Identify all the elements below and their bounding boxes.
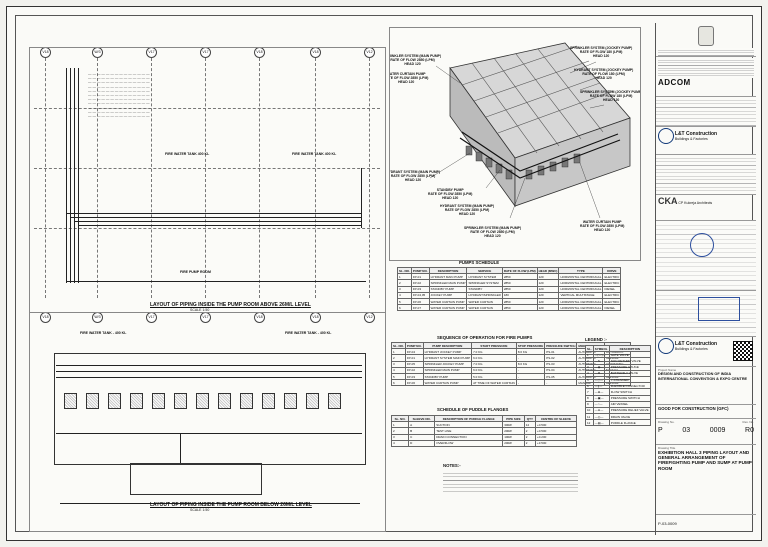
- revision: R0: [745, 427, 754, 434]
- pump-callout: HYDRANT SYSTEM (MAIN PUMP) RATE OF FLOW …: [440, 204, 495, 216]
- pumps-schedule-title: PUMPS SCHEDULE: [459, 260, 500, 265]
- grid-bubble: V17: [146, 313, 157, 323]
- qr-code-icon: [733, 341, 753, 361]
- sequence-title: SEQUENCE OF OPERATION FOR FIRE PUMPS: [437, 335, 533, 340]
- grid-bubble: V12: [364, 48, 375, 58]
- drawing-no-prefix: P: [658, 427, 663, 434]
- grid-bubble: V17: [146, 48, 157, 58]
- project-label: Project Name: [658, 368, 677, 372]
- company-logo-icon: [658, 338, 674, 354]
- drawing-no-label: Drawing No.: [658, 420, 675, 424]
- sheet-number: P-03-0009: [658, 521, 677, 526]
- pump-callout: HYDRANT SYSTEM (MAIN PUMP) RATE OF FLOW …: [390, 170, 441, 182]
- plan-caption: LAYOUT OF PIPING INSIDE THE PUMP ROOM BE…: [150, 502, 312, 508]
- client-logo-text: ADCOM: [658, 78, 691, 87]
- notes-title: NOTES:-: [443, 463, 461, 468]
- pump-callout: SPRINKLER SYSTEM (JOCKEY PUMP) RATE OF F…: [570, 46, 633, 58]
- company-sub: Buildings & Factories: [674, 347, 708, 351]
- pump-callout: HYDRANT SYSTEM (JOCKEY PUMP) RATE OF FLO…: [574, 68, 634, 80]
- drawing-status: GOOD FOR CONSTRUCTION (GFC): [658, 406, 729, 411]
- tank-label: FIRE WATER TANK - 400 KL: [80, 331, 127, 335]
- pump-callout: WATER CURTAIN PUMP RATE OF FLOW 2850 (LP…: [389, 72, 429, 84]
- drawing-no-mid: 03: [682, 427, 691, 434]
- title-block: ADCOM L&T Construction Buildings & Facto…: [655, 23, 756, 535]
- lower-plan-panel: V18 W/3 V17 V17 V18 V18 V12 FIRE WATER T…: [29, 312, 386, 532]
- approval-stamp: [690, 233, 714, 257]
- grid-bubble: V18: [254, 313, 265, 323]
- company-logo-icon: [658, 128, 674, 144]
- grid-bubble: V18: [254, 48, 265, 58]
- plan-caption: LAYOUT OF PIPING INSIDE THE PUMP ROOM AB…: [150, 302, 311, 308]
- pump-callout: SPRINKLER SYSTEM (MAIN PUMP) RATE OF FLO…: [390, 54, 442, 66]
- company-name: L&T Construction: [674, 341, 718, 347]
- pump-room-label: FIRE PUMP ROOM: [180, 270, 211, 274]
- grid-bubble: V17: [200, 313, 211, 323]
- tank-label: FIRE WATER TANK 400 KL: [292, 152, 337, 156]
- pump-callout: SPRINKLER SYSTEM (MAIN PUMP) RATE OF FLO…: [464, 226, 522, 238]
- notes-lines: [443, 470, 578, 494]
- legend-row: 12—▤—PUDDLE FLANGE: [585, 419, 652, 427]
- tank-label: FIRE WATER TANK - 400 KL: [285, 331, 332, 335]
- grid-bubble: V18: [40, 313, 51, 323]
- grid-bubble: V18: [40, 48, 51, 58]
- scale-text: SCALE 1:50: [190, 508, 210, 512]
- scale-text: SCALE 1:50: [190, 308, 210, 312]
- upper-plan-panel: V18 W/3 V17 V17 V18 V18 V12 — — — — — — …: [29, 47, 386, 314]
- tank-label: FIRE WATER TANK 400 KL: [165, 152, 210, 156]
- grid-bubble: W/3: [92, 313, 103, 323]
- pump-callout: WATER CURTAIN PUMP RATE OF FLOW 2850 (LP…: [580, 220, 625, 232]
- title-label: Drawing Title: [658, 446, 676, 450]
- signature-stamp: [698, 297, 740, 321]
- rev-label: Rev. No.: [742, 420, 754, 424]
- consultant-name: CP Kukreja Architects: [678, 201, 713, 205]
- drawing-no-seq: 0009: [709, 427, 726, 434]
- grid-bubble: V17: [200, 48, 211, 58]
- isometric-view: SPRINKLER SYSTEM (MAIN PUMP) RATE OF FLO…: [389, 27, 641, 261]
- drawing-title: EXHIBITION HALL 3 PIPING LAYOUT AND GENE…: [658, 450, 752, 471]
- isometric-drawing: [429, 42, 631, 219]
- legend-row: 8—▣—PRESSURE SWITCH: [585, 394, 652, 402]
- project-name: DESIGN AND CONSTRUCTION OF INDIA INTERNA…: [658, 372, 748, 381]
- puddle-title: SCHEDULE OF PUDDLE FLANGES: [437, 407, 509, 412]
- company-sub: Buildings & Factories: [674, 137, 708, 141]
- legend-title: LEGEND :-: [585, 337, 607, 342]
- grid-bubble: W/3: [92, 48, 103, 58]
- puddle-table: SL. NO.SLEEVE NO. DESCRIPTION OF PUDDLE …: [390, 414, 577, 447]
- grid-bubble: V18: [310, 48, 321, 58]
- grid-bubble: V18: [310, 313, 321, 323]
- pump-callout: SPRINKLER SYSTEM (JOCKEY PUMP) RATE OF F…: [580, 90, 641, 102]
- pump-callout: STANDBY PUMP RATE OF FLOW 2850 (LPM) HEA…: [428, 188, 473, 200]
- drawing-sheet: V18 W/3 V17 V17 V18 V18 V12 — — — — — — …: [6, 6, 762, 541]
- consultant-logo: CKA: [658, 196, 678, 206]
- grid-bubble: V12: [364, 313, 375, 323]
- company-name: L&T Construction: [674, 131, 718, 137]
